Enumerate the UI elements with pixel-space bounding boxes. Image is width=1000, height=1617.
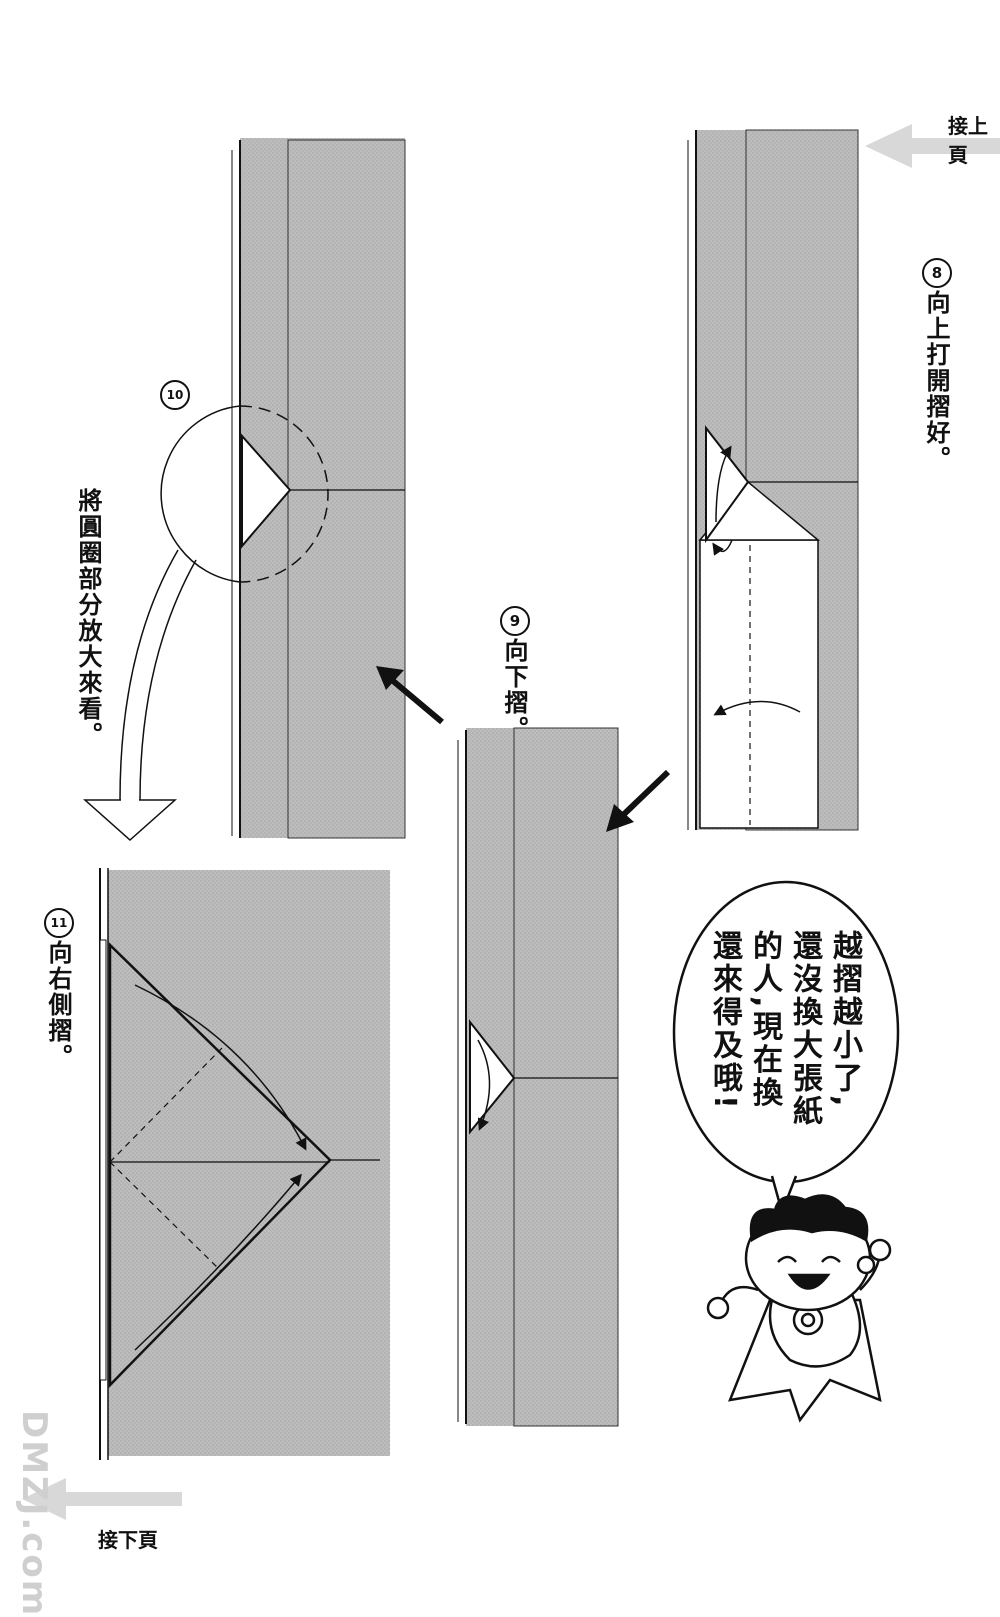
step-11-number: 11 (44, 908, 74, 938)
step-10-text: 將圓圈部分放大來看。 (74, 488, 102, 748)
step-8-number: 8 (922, 258, 952, 288)
prev-page-arrow (865, 124, 1000, 168)
prev-page-label: 接上頁 (948, 114, 988, 167)
origami-diagram (22, 124, 1000, 1520)
step-9-label: 9 向下摺。 (500, 606, 534, 742)
step-11-text: 向右側摺。 (44, 940, 72, 1070)
next-page-label: 接下頁 (98, 1528, 158, 1552)
step-10-diagram (83, 138, 406, 842)
step-9-text: 向下摺。 (500, 638, 528, 742)
speech-line: 的人,現在換 (747, 930, 782, 1110)
cartoon-character (706, 1194, 892, 1423)
speech-line: 越摺越小了, (827, 930, 862, 1110)
speech-bubble (672, 880, 900, 1216)
speech-line: 還沒換大張紙 (787, 930, 822, 1128)
watermark: DMZJ.com (14, 1410, 54, 1617)
step-9-diagram (457, 727, 619, 1427)
step-11-diagram (99, 868, 390, 1460)
step-8-diagram (687, 129, 859, 831)
step-8-label: 8 向上打開摺好。 (920, 258, 954, 472)
step-8-text: 向上打開摺好。 (922, 290, 950, 472)
step-arrow (606, 769, 671, 832)
next-page-arrow (22, 1478, 182, 1520)
step-arrow (376, 666, 444, 725)
step-9-number: 9 (500, 606, 530, 636)
step-11-label: 11 向右側摺。 (44, 908, 78, 1070)
step-10-number: 10 (160, 380, 190, 410)
speech-line: 還來得及哦! (707, 930, 742, 1112)
speech-text: 越摺越小了, 還沒換大張紙 的人,現在換 還來得及哦! (707, 930, 862, 1130)
